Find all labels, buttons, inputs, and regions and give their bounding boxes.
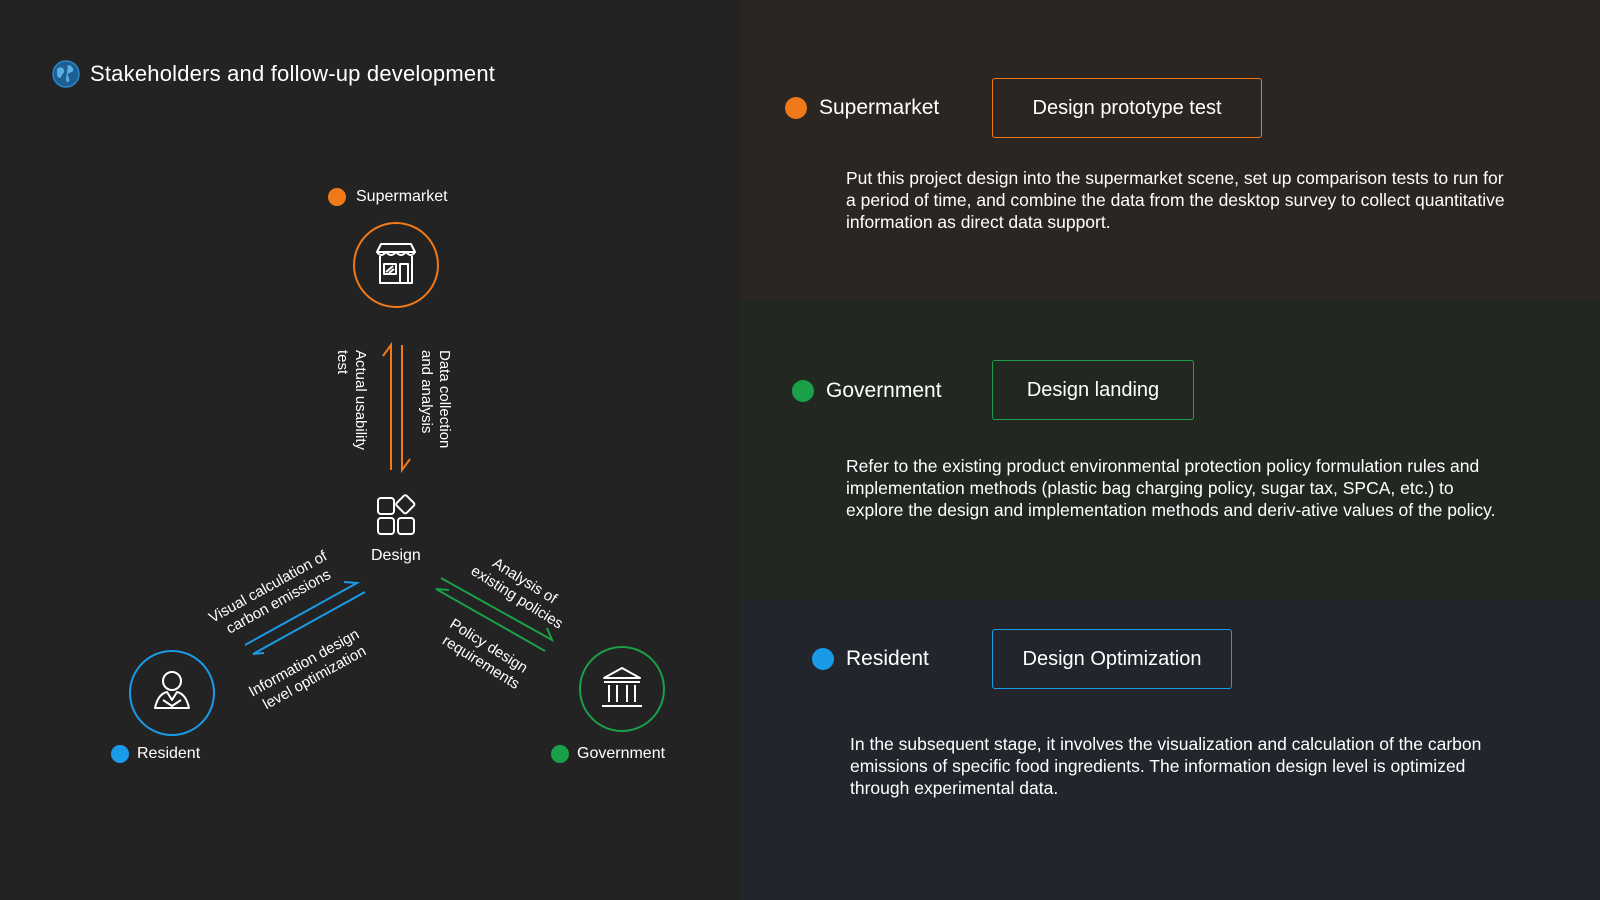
resident-dot xyxy=(111,745,129,763)
panel-supermarket: Supermarket Design prototype test Put th… xyxy=(740,0,1600,300)
government-description: Refer to the existing product environmen… xyxy=(846,456,1496,520)
supermarket-label-text: Supermarket xyxy=(356,188,448,205)
government-panel-name: Government xyxy=(826,379,942,402)
government-node-label: Government xyxy=(551,745,665,763)
design-optimization-button[interactable]: Design Optimization xyxy=(992,629,1232,689)
resident-description: In the subsequent stage, it involves the… xyxy=(850,734,1482,798)
left-diagram-area: Stakeholders and follow-up development xyxy=(0,0,740,900)
supermarket-panel-name: Supermarket xyxy=(819,96,940,119)
supermarket-description: Put this project design into the superma… xyxy=(846,168,1505,232)
design-optimization-label: Design Optimization xyxy=(1022,647,1202,670)
globe-icon xyxy=(52,60,80,88)
store-icon xyxy=(376,243,416,284)
resident-node xyxy=(129,650,215,736)
government-panel-dot xyxy=(792,380,814,402)
edge-label-data-collection: Data collection and analysis xyxy=(418,350,453,453)
design-prototype-test-button[interactable]: Design prototype test xyxy=(992,78,1262,138)
government-label-text: Government xyxy=(577,745,666,762)
stakeholder-diagram: Actual usability test Data collection an… xyxy=(129,222,665,736)
panel-resident-label: Resident xyxy=(812,647,929,671)
edge-label-analysis-policies: Analysis of existing policies xyxy=(468,547,576,632)
design-landing-button[interactable]: Design landing xyxy=(992,360,1194,420)
government-dot xyxy=(551,745,569,763)
page-title: Stakeholders and follow-up development xyxy=(90,61,496,86)
supermarket-dot xyxy=(328,188,346,206)
edge-label-actual-usability: Actual usability test xyxy=(334,350,369,454)
resident-panel-dot xyxy=(812,648,834,670)
design-icon xyxy=(377,494,416,535)
panel-government: Government Design landing Refer to the e… xyxy=(740,300,1600,600)
government-node xyxy=(579,646,665,732)
header: Stakeholders and follow-up development xyxy=(52,60,495,88)
government-design-arrows xyxy=(435,577,555,652)
resident-panel-name: Resident xyxy=(846,647,929,670)
design-prototype-test-label: Design prototype test xyxy=(1032,96,1222,119)
panel-government-label: Government xyxy=(792,379,942,403)
resident-design-arrows xyxy=(244,581,366,655)
panel-supermarket-label: Supermarket xyxy=(785,96,939,120)
supermarket-design-arrows xyxy=(382,341,411,474)
edge-label-policy-design: Policy design requirements xyxy=(437,615,534,694)
panel-resident: Resident Design Optimization In the subs… xyxy=(740,600,1600,900)
supermarket-panel-dot xyxy=(785,97,807,119)
supermarket-node xyxy=(353,222,439,308)
supermarket-node-label: Supermarket xyxy=(328,188,448,206)
edge-label-information-design: Information design level optimization xyxy=(246,624,375,716)
person-icon xyxy=(154,671,190,709)
right-panels: Supermarket Design prototype test Put th… xyxy=(740,0,1600,900)
resident-node-label: Resident xyxy=(111,745,200,763)
design-node-label: Design xyxy=(371,547,421,565)
bank-icon xyxy=(602,667,642,707)
design-label-text: Design xyxy=(371,547,421,564)
resident-label-text: Resident xyxy=(137,745,201,762)
design-landing-label: Design landing xyxy=(1026,378,1160,401)
